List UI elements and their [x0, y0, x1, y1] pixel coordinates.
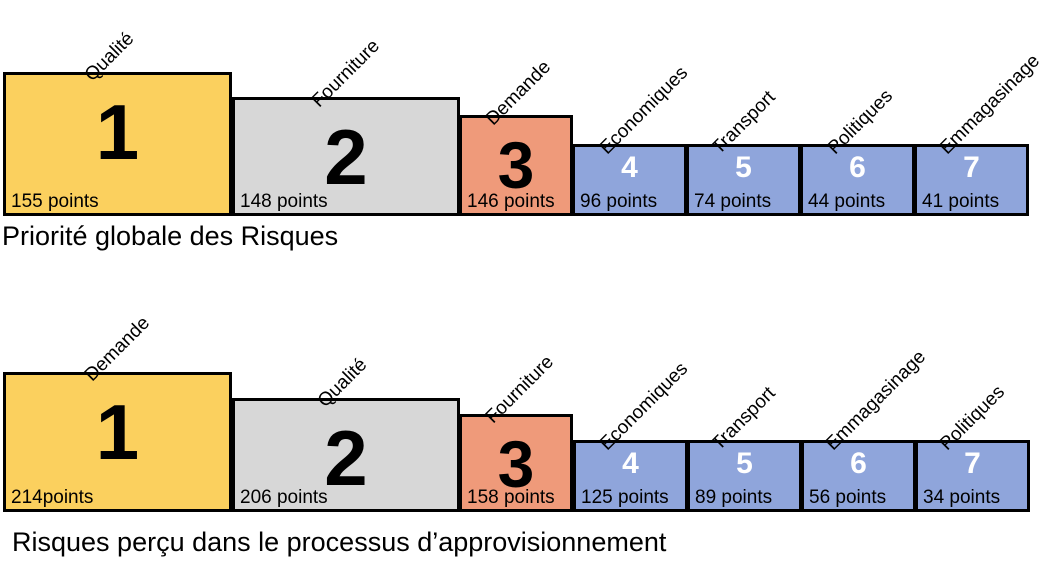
category-label-emmagasinage: Emmagasinage	[821, 346, 931, 455]
bar-value-label: 206 points	[240, 487, 328, 509]
bar-value-label: 89 points	[695, 487, 773, 509]
bar-rank-4[interactable]: 4 125 points	[573, 440, 688, 512]
chart-caption: Priorité globale des Risques	[2, 221, 339, 251]
bar-rank-7[interactable]: 7 34 points	[915, 440, 1030, 512]
bar-rank-1[interactable]: 1 155 points	[3, 72, 232, 216]
bar-value-label: 96 points	[580, 191, 658, 213]
bar-rank-4[interactable]: 4 96 points	[572, 144, 687, 216]
bar-rank-3[interactable]: 3 158 points	[459, 414, 573, 512]
bar-value-label: 158 points	[467, 487, 555, 509]
bar-rank-number: 3	[497, 128, 535, 202]
bar-rank-number: 6	[850, 447, 867, 480]
bar-value-label: 34 points	[923, 487, 1001, 509]
bar-rank-2[interactable]: 2 206 points	[232, 398, 460, 512]
bar-rank-5[interactable]: 5 74 points	[686, 144, 801, 216]
bar-rank-number: 6	[849, 151, 866, 184]
bar-group: 1 155 points 2 148 points 3 146 points 4…	[0, 0, 1042, 218]
bar-rank-5[interactable]: 5 89 points	[687, 440, 802, 512]
bar-rank-number: 7	[963, 151, 980, 184]
bar-rank-6[interactable]: 6 44 points	[800, 144, 915, 216]
chart-caption: Risques perçu dans le processus d’approv…	[12, 527, 667, 557]
risk-ranking-chart-perceived: 1 214points 2 206 points 3 158 points 4 …	[0, 300, 1042, 573]
bar-rank-number: 2	[324, 113, 368, 201]
bar-rank-number: 5	[735, 151, 752, 184]
bar-value-label: 148 points	[240, 191, 328, 213]
bar-rank-number: 2	[324, 414, 368, 502]
bar-rank-number: 1	[95, 88, 140, 176]
bar-rank-number: 1	[95, 388, 140, 476]
bar-rank-6[interactable]: 6 56 points	[801, 440, 916, 512]
bar-rank-number: 4	[621, 151, 638, 184]
bar-value-label: 41 points	[922, 191, 1000, 213]
bar-rank-7[interactable]: 7 41 points	[914, 144, 1029, 216]
bar-value-label: 56 points	[809, 487, 887, 509]
bar-rank-number: 3	[497, 427, 535, 501]
bar-value-label: 155 points	[11, 191, 99, 213]
bar-rank-number: 5	[736, 447, 753, 480]
bar-rank-1[interactable]: 1 214points	[3, 372, 232, 512]
bar-value-label: 74 points	[694, 191, 772, 213]
risk-ranking-chart-global: 1 155 points 2 148 points 3 146 points 4…	[0, 0, 1042, 270]
bar-rank-3[interactable]: 3 146 points	[459, 115, 573, 216]
bar-value-label: 44 points	[808, 191, 886, 213]
bar-value-label: 125 points	[581, 487, 669, 509]
category-label-emmagasinage: Emmagasinage	[935, 50, 1042, 159]
bar-rank-2[interactable]: 2 148 points	[232, 97, 460, 216]
bar-rank-number: 7	[964, 447, 981, 480]
bar-value-label: 146 points	[467, 191, 555, 213]
bar-value-label: 214points	[11, 487, 94, 509]
bar-group: 1 214points 2 206 points 3 158 points 4 …	[0, 300, 1042, 514]
bar-rank-number: 4	[622, 447, 639, 480]
